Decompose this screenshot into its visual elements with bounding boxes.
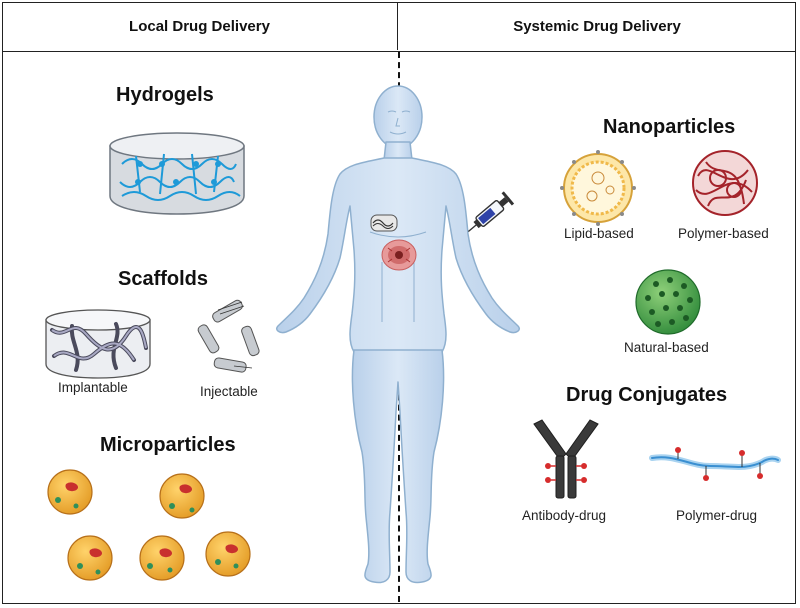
tumor-site-icon (381, 239, 417, 271)
natural-nanoparticle-icon (635, 269, 701, 335)
local-delivery-heading: Local Drug Delivery (2, 2, 398, 50)
implantable-label: Implantable (58, 380, 128, 395)
lipid-based-label: Lipid-based (564, 226, 634, 241)
injectable-label: Injectable (200, 384, 258, 399)
polymer-drug-icon (649, 447, 781, 481)
scaffolds-title: Scaffolds (118, 268, 209, 290)
torso-implant-icon (370, 214, 398, 232)
polymer-based-label: Polymer-based (678, 226, 769, 241)
human-body-figure (275, 85, 521, 584)
systemic-delivery-heading: Systemic Drug Delivery (513, 17, 681, 35)
microparticles-title: Microparticles (100, 434, 236, 456)
antibody-drug-icon (533, 419, 599, 499)
header-row: Local Drug Delivery Systemic Drug Delive… (2, 2, 796, 52)
syringe-icon (467, 191, 515, 233)
implantable-scaffold-icon (45, 309, 151, 379)
lipid-nanoparticle-icon (560, 150, 636, 226)
drug-conjugates-title: Drug Conjugates (566, 384, 728, 406)
polymer-drug-label: Polymer-drug (676, 508, 758, 523)
hydrogel-cylinder-icon (109, 132, 245, 215)
injectable-scaffold-icon (197, 299, 260, 373)
nanoparticles-title: Nanoparticles (603, 116, 736, 138)
antibody-drug-label: Antibody-drug (522, 508, 607, 523)
hydrogels-title: Hydrogels (116, 84, 214, 106)
natural-based-label: Natural-based (624, 340, 709, 355)
microparticles-cluster-icon (47, 469, 251, 581)
polymer-nanoparticle-icon (692, 150, 758, 216)
